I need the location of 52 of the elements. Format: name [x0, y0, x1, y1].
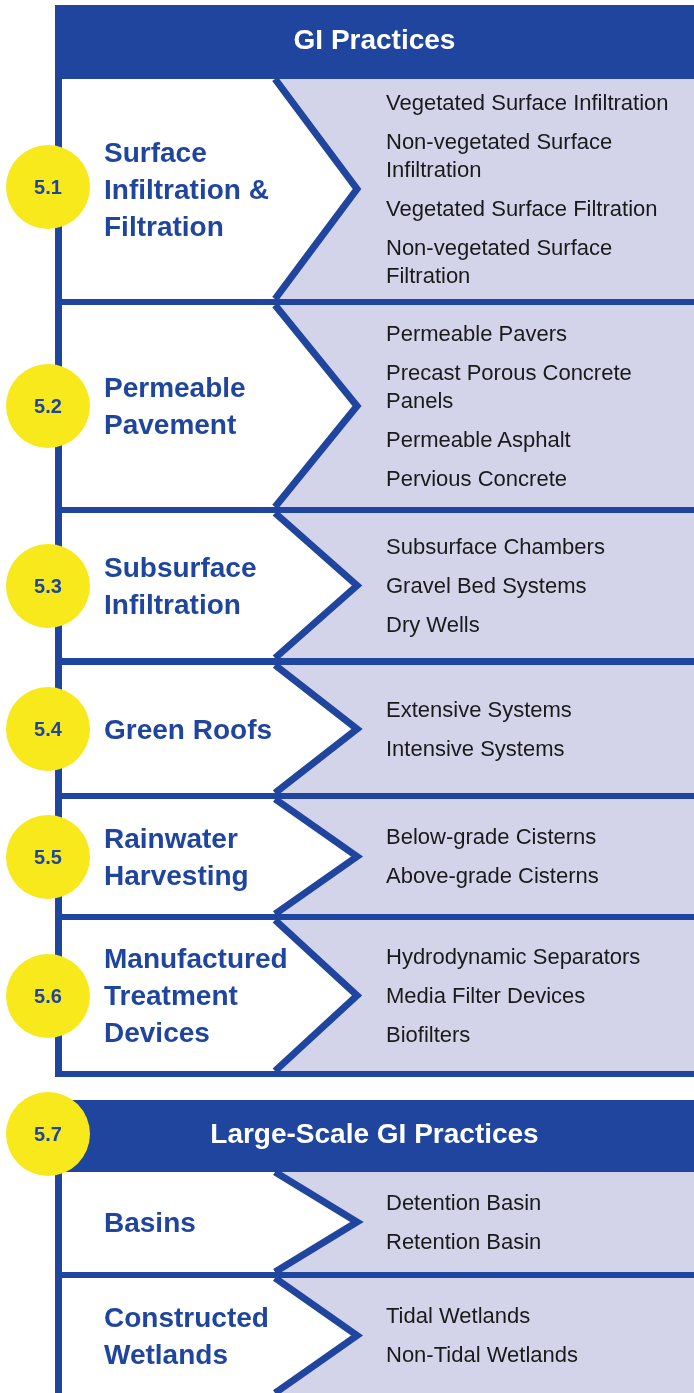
- section-number-badge: 5.4: [6, 687, 90, 771]
- practice-item: Permeable Asphalt: [386, 425, 572, 454]
- practice-item: Below-grade Cisterns: [386, 823, 598, 851]
- panel-heading: Large-Scale GI Practices: [210, 1117, 539, 1151]
- practice-list-panel: [365, 305, 694, 507]
- practice-item: Vegetated Surface Infiltration: [386, 88, 670, 117]
- practice-item: Extensive Systems: [386, 695, 573, 724]
- practice-item: Permeable Pavers: [386, 319, 568, 348]
- practice-list-panel: [365, 1278, 694, 1393]
- practice-item: Biofilters: [386, 1020, 472, 1049]
- category-name: Surface Infiltration & Filtration: [104, 135, 270, 244]
- category-name: Basins: [104, 1205, 196, 1240]
- practice-list-panel: [365, 799, 694, 914]
- category-name: Rainwater Harvesting: [104, 821, 250, 893]
- practice-item: Intensive Systems: [386, 734, 566, 763]
- practice-list-panel: [365, 79, 694, 299]
- practice-item: Non-Tidal Wetlands: [386, 1341, 579, 1369]
- category-name: Green Roofs: [104, 712, 273, 747]
- category-name: Subsurface Infiltration: [104, 550, 258, 622]
- category-tab: [62, 79, 365, 299]
- practice-item: Precast Porous Concrete Panels: [386, 358, 633, 415]
- section-number-badge: 5.3: [6, 544, 90, 628]
- section-number-badge: 5.7: [6, 1092, 90, 1176]
- panel-heading: GI Practices: [293, 23, 456, 57]
- practice-list-panel: [365, 1172, 694, 1272]
- practice-item: Media Filter Devices: [386, 981, 587, 1010]
- category-name: Permeable Pavement: [104, 371, 247, 442]
- section-number-badge: 5.6: [6, 954, 90, 1038]
- practice-item: Retention Basin: [386, 1227, 543, 1256]
- category-tab: [62, 920, 365, 1071]
- practice-item: Tidal Wetlands: [386, 1302, 532, 1330]
- practice-list-panel: [365, 665, 694, 793]
- practice-item: Subsurface Chambers: [386, 532, 606, 561]
- category-tab: [62, 1172, 365, 1272]
- practice-item: Pervious Concrete: [386, 464, 568, 493]
- practice-item: Gravel Bed Systems: [386, 571, 588, 600]
- section-number-badge: 5.2: [6, 364, 90, 448]
- practice-item: Above-grade Cisterns: [386, 862, 600, 890]
- practice-item: Dry Wells: [386, 610, 481, 639]
- practice-list-panel: [365, 920, 694, 1071]
- category-tab: [62, 305, 365, 507]
- section-number-badge: 5.5: [6, 815, 90, 899]
- practice-item: Detention Basin: [386, 1188, 543, 1217]
- category-name: Manufactured Treatment Devices: [104, 942, 289, 1050]
- practice-list-panel: [365, 513, 694, 658]
- practice-item: Non-vegetated Surface Infiltration: [386, 127, 614, 184]
- section-number-badge: 5.1: [6, 145, 90, 229]
- category-tab: [62, 1278, 365, 1393]
- practice-item: Non-vegetated Surface Filtration: [386, 233, 614, 290]
- practice-item: Hydrodynamic Separators: [386, 942, 642, 971]
- category-name: Constructed Wetlands: [104, 1300, 270, 1372]
- practice-item: Vegetated Surface Filtration: [386, 194, 659, 223]
